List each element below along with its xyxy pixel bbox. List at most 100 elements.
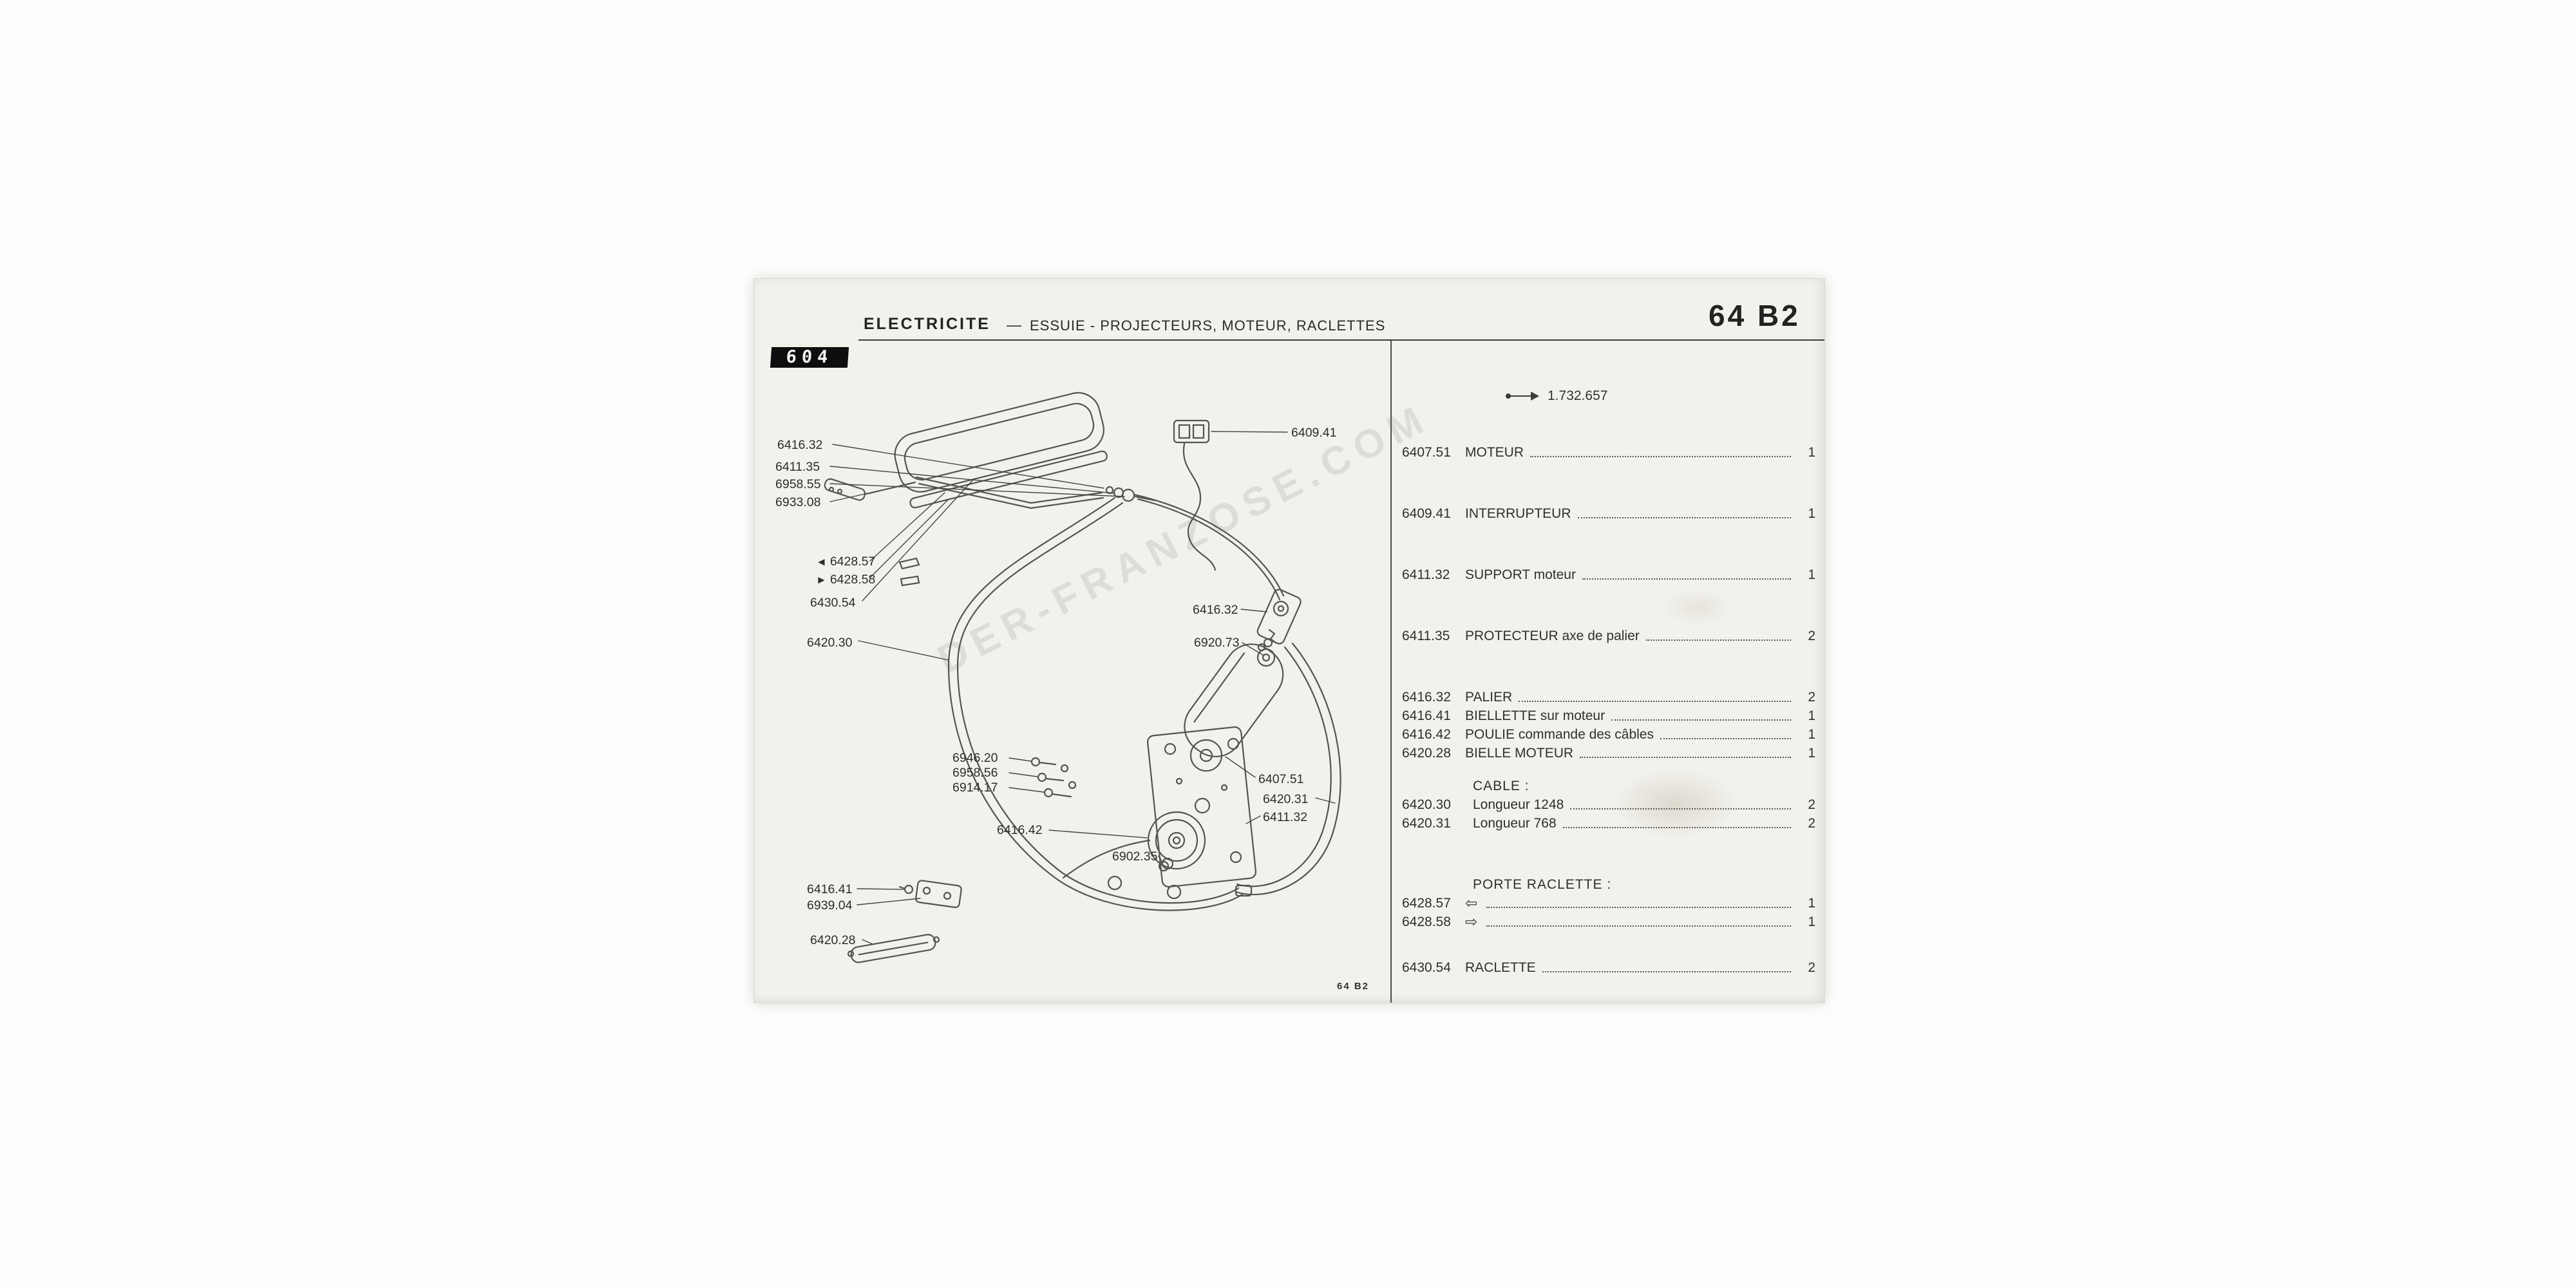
diagram-part-label: 6933.08 — [775, 495, 821, 509]
part-qty: 1 — [1808, 445, 1815, 460]
part-number: 6411.32 — [1263, 810, 1308, 824]
diagram-part-label: 6411.32 — [1263, 810, 1307, 824]
part-qty: 1 — [1808, 746, 1815, 761]
paper-stain — [1662, 588, 1733, 627]
diagram-part-label: 6420.31 — [1263, 792, 1309, 806]
list-gap — [1402, 645, 1815, 688]
part-number: 6958.55 — [775, 477, 821, 491]
assembly-ref-row: 1.732.657 — [1506, 388, 1815, 407]
part-label: RACLETTE — [1465, 960, 1536, 975]
part-number: 6416.41 — [807, 882, 853, 896]
part-label: PALIER — [1465, 690, 1513, 705]
diagram-part-label: 6902.35 — [1112, 849, 1158, 864]
part-number: 6958.56 — [952, 766, 998, 780]
part-row: 6416.32 PALIER 2 — [1402, 688, 1815, 706]
list-gap — [1402, 833, 1815, 875]
part-number: 6420.31 — [1263, 792, 1309, 806]
part-qty: 1 — [1808, 914, 1815, 929]
part-number: 6420.30 — [807, 636, 853, 650]
part-label: INTERRUPTEUR — [1465, 506, 1571, 521]
list-gap — [1402, 462, 1815, 504]
part-number: 6902.35 — [1112, 849, 1158, 864]
part-ref: 6411.35 — [1402, 629, 1450, 643]
part-ref: 6430.54 — [1402, 960, 1451, 975]
parts-section-heading: PORTE RACLETTE : — [1473, 877, 1612, 892]
list-gap — [1402, 523, 1815, 565]
leader-dots — [1570, 808, 1791, 810]
diagram-part-label: 6407.51 — [1258, 772, 1304, 786]
list-gap — [1402, 931, 1815, 958]
assembly-ref-number: 1.732.657 — [1548, 388, 1608, 403]
part-ref: 6428.58 — [1402, 914, 1451, 929]
part-row: 6407.51 MOTEUR 1 — [1402, 443, 1815, 462]
diagram-part-label: ►6428.58 — [816, 573, 875, 587]
right-arrow-line-icon — [1506, 392, 1539, 401]
bielle-drawing — [847, 934, 940, 963]
diagram-part-label: 6430.54 — [810, 596, 856, 610]
diagram-part-label: 6409.41 — [1291, 426, 1337, 440]
header-rule — [858, 339, 1824, 341]
part-number: 6416.32 — [1193, 603, 1238, 617]
pulley-drawing — [1147, 811, 1206, 872]
part-number: 6430.54 — [810, 596, 856, 610]
leader-dots — [1530, 456, 1791, 457]
part-ref: 6407.51 — [1402, 445, 1451, 460]
leader-dots — [1562, 827, 1791, 828]
part-qty: 1 — [1808, 896, 1815, 911]
left-arrow-solid-icon: ◄ — [816, 556, 827, 568]
part-ref: 6416.32 — [1402, 690, 1451, 705]
page-code: 64 B2 — [1709, 299, 1801, 332]
motor-drawing — [1184, 643, 1284, 772]
part-qty: 2 — [1808, 690, 1815, 705]
leader-dots — [1486, 925, 1791, 927]
part-row: 6428.58 ⇨ 1 — [1402, 913, 1815, 931]
leader-lines — [829, 431, 1336, 945]
leader-dots — [1645, 639, 1791, 641]
part-qty: 1 — [1808, 506, 1815, 521]
part-qty: 2 — [1808, 816, 1815, 831]
screws-drawing — [1030, 757, 1077, 798]
catalog-page: ELECTRICITE — ESSUIE - PROJECTEURS, MOTE… — [753, 278, 1825, 1003]
leader-dots — [1519, 701, 1791, 702]
right-arrow-solid-icon: ► — [816, 574, 827, 586]
wiper-blade-assembly — [894, 392, 1156, 509]
diagram-part-label: 6416.42 — [997, 823, 1043, 837]
part-ref: 6420.31 — [1402, 816, 1451, 831]
diagram-footer-code: 64 B2 — [1337, 981, 1370, 992]
part-number: 6914.17 — [952, 781, 998, 795]
part-ref: 6416.41 — [1402, 708, 1451, 723]
leader-dots — [1611, 719, 1791, 721]
part-qty: 2 — [1808, 960, 1815, 975]
part-number: 6920.73 — [1194, 636, 1240, 650]
diagram-part-label: 6958.56 — [952, 766, 998, 780]
parts-section-heading: CABLE : — [1473, 779, 1530, 793]
leader-dots — [1660, 738, 1791, 739]
support-plate-drawing — [1146, 726, 1257, 888]
left-arrow-icon: ⇦ — [1465, 895, 1478, 911]
part-number: 6933.08 — [775, 495, 821, 509]
part-ref: 6420.28 — [1402, 746, 1451, 761]
leader-dots — [1577, 517, 1791, 518]
list-gap — [1402, 762, 1815, 777]
part-ref: 6420.30 — [1402, 797, 1451, 812]
connector-drawing — [1173, 419, 1217, 571]
part-number: 6407.51 — [1258, 772, 1304, 786]
part-label: POULIE commande des câbles — [1465, 727, 1654, 742]
part-label: MOTEUR — [1465, 445, 1524, 460]
porte-raclette-parts — [898, 557, 920, 587]
part-row: 6420.31 Longueur 768 2 — [1402, 814, 1815, 833]
part-label: PROTECTEUR axe de palier — [1465, 629, 1640, 643]
leader-dots — [1580, 757, 1791, 758]
diagram-part-label: 6420.30 — [807, 636, 853, 650]
diagram-part-label: 6416.32 — [777, 438, 823, 452]
leader-dots — [1582, 578, 1791, 580]
right-arrow-icon: ⇨ — [1465, 913, 1478, 930]
part-label: Longueur 768 — [1473, 816, 1557, 831]
part-row: 6430.54 RACLETTE 2 — [1402, 958, 1815, 977]
